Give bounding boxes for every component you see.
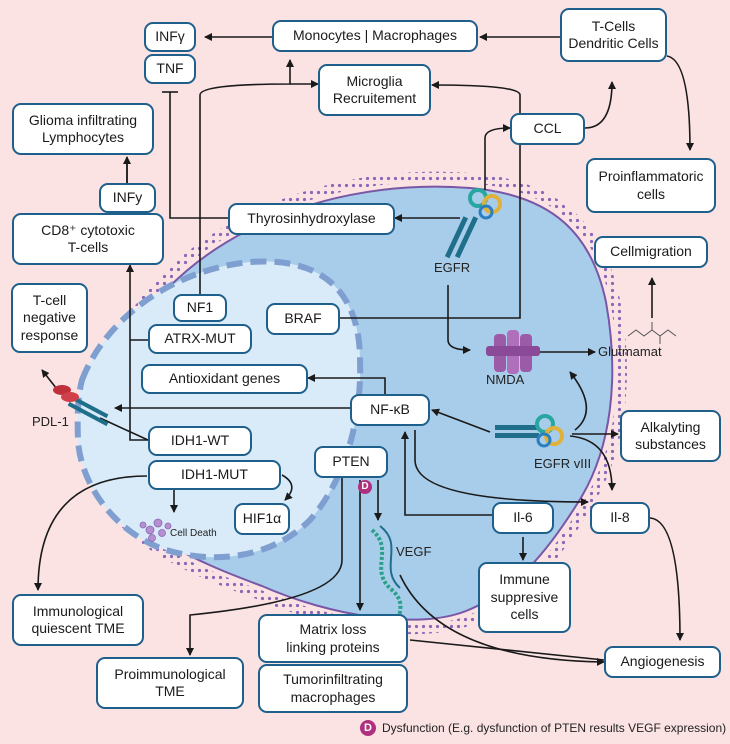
box-idh1-wt: IDH1-WT xyxy=(148,426,252,456)
arrow-pten-to-proimm xyxy=(186,478,343,656)
box-idh1-mut: IDH1-MUT xyxy=(148,460,281,490)
box-nfkb: NF-κB xyxy=(350,394,430,426)
box-tcells-dendritic: T-Cells Dendritic Cells xyxy=(560,8,667,62)
glutamate-molecule-icon xyxy=(627,322,677,344)
arrow-il6-to-nfkb xyxy=(401,431,492,516)
arrow-egfr-to-ccl xyxy=(484,124,511,190)
box-braf: BRAF xyxy=(266,303,340,335)
line-nf1-to-monocytes xyxy=(199,59,294,295)
box-proimmunological-tme: Proimmunological TME xyxy=(96,657,244,709)
arrow-idh1wt-to-cd8 xyxy=(126,264,148,441)
box-nf1: NF1 xyxy=(173,294,227,322)
box-angiogenesis: Angiogenesis xyxy=(604,646,721,678)
box-cd8-cytotoxic: CD8⁺ cytotoxic T-cells xyxy=(12,213,164,265)
box-atrx-mut: ATRX-MUT xyxy=(148,324,252,354)
box-glioma-lymphocytes: Glioma infiltrating Lymphocytes xyxy=(12,103,154,155)
label-cell-death: Cell Death xyxy=(170,528,217,539)
arrow-egfrviii-to-nfkb xyxy=(431,408,491,433)
arrow-egfr-nmda xyxy=(447,285,471,354)
dysfunction-marker-pten: D xyxy=(358,480,372,494)
arrow-egfrviii-to-il8 xyxy=(569,435,616,491)
box-tumorinfiltrating-macrophages: Tumorinfiltrating macrophages xyxy=(258,664,408,713)
arrow-il8-to-angio xyxy=(649,517,684,641)
legend-dysfunction-text: Dysfunction (E.g. dysfunction of PTEN re… xyxy=(382,721,727,735)
box-antioxidant-genes: Antioxidant genes xyxy=(141,364,308,394)
box-tcell-negative-response: T-cell negative response xyxy=(11,283,88,353)
label-vegf: VEGF xyxy=(396,544,432,559)
egfr-viii-receptor-icon xyxy=(495,414,564,448)
box-tnf: TNF xyxy=(144,54,196,84)
arrow-idh1mut-to-quiescent xyxy=(34,475,148,591)
box-monocytes-macrophages: Monocytes | Macrophages xyxy=(272,20,478,52)
arrow-ccl-to-tcells xyxy=(584,81,616,129)
label-egfr-viii: EGFR vIII xyxy=(534,456,592,471)
arrow-egfrviii-to-nmda xyxy=(569,371,588,431)
cell-death-icon xyxy=(139,518,172,542)
box-infg-top: INFγ xyxy=(144,22,196,52)
label-pdl1: PDL-1 xyxy=(32,414,69,429)
box-hif1a: HIF1α xyxy=(234,503,290,535)
box-matrix-loss-linking: Matrix loss linking proteins xyxy=(258,614,408,663)
label-glutmamat: Glutmamat xyxy=(598,344,662,359)
arrow-vegf-to-angio xyxy=(399,574,605,666)
box-immunological-quiescent-tme: Immunological quiescent TME xyxy=(12,594,144,646)
box-infy: INFy xyxy=(99,183,156,213)
line-braf-to-microglia xyxy=(340,81,521,319)
box-alkylating-substances: Alkalyting substances xyxy=(620,410,721,462)
nmda-channel-icon xyxy=(486,330,540,374)
arrow-tcells-to-proinflam xyxy=(666,55,694,151)
arrow-nfkb-to-il8 xyxy=(414,430,589,506)
inhibit-thyro-to-tnf xyxy=(169,92,230,219)
arrow-nfkb-to-antiox xyxy=(307,374,386,395)
label-nmda: NMDA xyxy=(486,372,525,387)
box-microglia-recruitement: Microglia Recruitement xyxy=(318,64,431,116)
box-il8: Il-8 xyxy=(590,502,650,534)
box-il6: Il-6 xyxy=(492,502,554,534)
box-thyrosinhydroxylase: Thyrosinhydroxylase xyxy=(228,203,395,235)
label-egfr: EGFR xyxy=(434,260,471,275)
arrow-matrix-to-angio xyxy=(409,639,605,661)
box-proinflammatoric-cells: Proinflammatoric cells xyxy=(586,158,716,213)
box-ccl: CCL xyxy=(510,113,585,145)
box-immune-suppressive-cells: Immune suppresive cells xyxy=(478,562,571,633)
arrow-idh1mut-to-hif1a xyxy=(281,474,293,501)
connections xyxy=(34,33,694,666)
box-pten: PTEN xyxy=(314,446,388,478)
pdl1-receptor-icon xyxy=(53,385,109,427)
line-idh1wt-to-pdl1 xyxy=(99,417,149,441)
egfr-receptor-icon xyxy=(444,188,502,259)
box-cellmigration: Cellmigration xyxy=(594,236,708,268)
legend-dysfunction-marker: D xyxy=(360,720,376,736)
